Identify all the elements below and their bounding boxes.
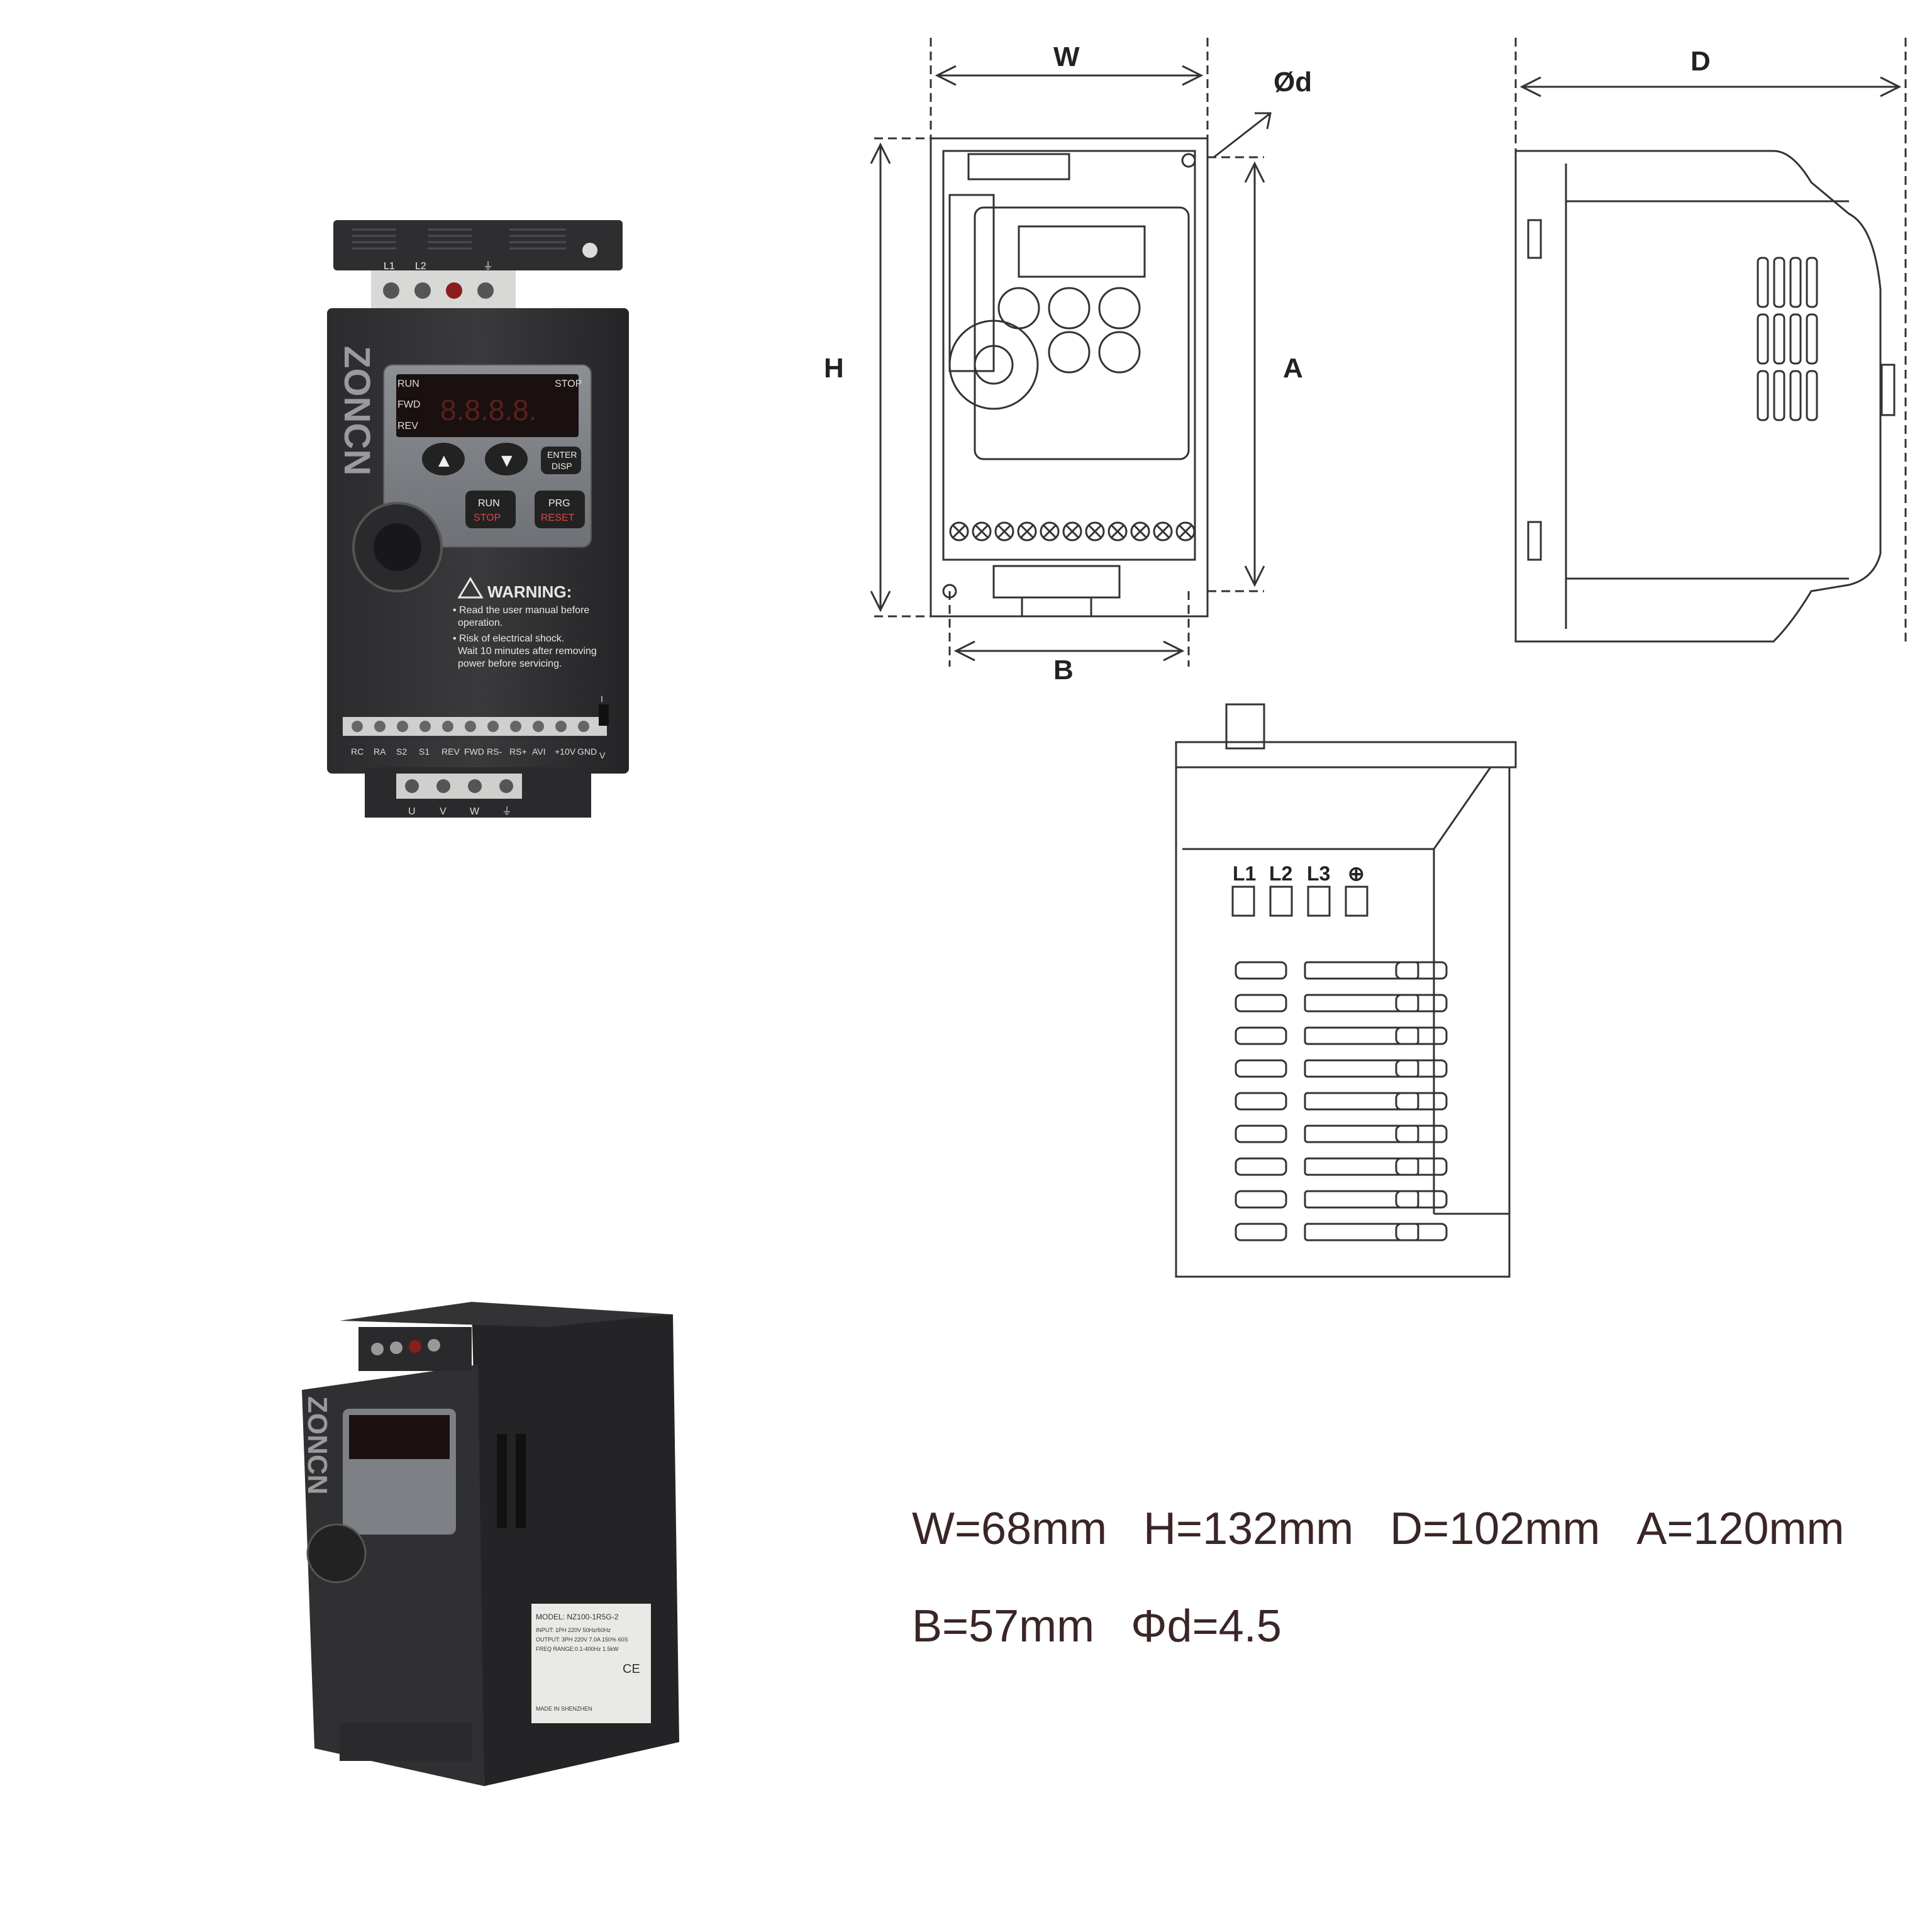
dim-label-b: B — [1053, 655, 1074, 686]
top-terminal-l2: L2 — [1269, 862, 1292, 885]
switch-label-v: V — [599, 750, 606, 760]
control-terminal-label: FWD — [464, 747, 484, 757]
warning-title: WARNING: — [487, 582, 572, 601]
control-terminal-label: RS+ — [509, 747, 527, 757]
spec-h: H=132mm — [1143, 1504, 1354, 1554]
key-run-label[interactable]: RUN — [478, 498, 500, 509]
product-photo-angled: ZONCN MODEL: NZ100-1R5G-2 INPUT: 1PH 220… — [302, 1302, 679, 1786]
key-disp-label[interactable]: DISP — [552, 461, 572, 471]
warning-label: WARNING: • Read the user manual before o… — [453, 577, 597, 669]
output-terminal-w: W — [470, 806, 480, 817]
control-terminal-label: RA — [374, 747, 386, 757]
spec-b: B=57mm — [912, 1601, 1095, 1652]
brand-logo: ZONCN — [336, 346, 377, 475]
side-dimension-drawing: D — [1514, 38, 1907, 643]
output-terminal-ground: ⏚ — [502, 806, 512, 817]
spec-line-2: B=57mm Φd=4.5 — [912, 1601, 1318, 1652]
switch-label-i: I — [601, 694, 603, 704]
control-terminal-label: RS- — [487, 747, 502, 757]
output-terminal-v: V — [440, 806, 447, 817]
nameplate: MODEL: NZ100-1R5G-2 INPUT: 1PH 220V 50Hz… — [531, 1604, 651, 1723]
key-stop-label[interactable]: STOP — [474, 513, 501, 523]
key-enter-label[interactable]: ENTER — [547, 450, 577, 460]
control-terminal-label: +10V — [555, 747, 576, 757]
control-terminal-label: AVI — [532, 747, 546, 757]
key-down[interactable]: ▼ — [497, 450, 516, 471]
control-terminal-label: S2 — [396, 747, 407, 757]
input-terminal-l1: L1 — [384, 261, 395, 272]
spec-hole-diameter: Φd=4.5 — [1131, 1601, 1282, 1652]
output-terminal-labels: U V W ⏚ — [408, 806, 512, 817]
spec-line-1: W=68mm H=132mm D=102mm A=120mm — [912, 1503, 1880, 1555]
key-prg-label[interactable]: PRG — [548, 498, 570, 509]
dim-label-w: W — [1053, 42, 1080, 72]
ce-mark: CE — [623, 1662, 640, 1676]
warning-line-1: • Read the user manual before — [453, 605, 589, 616]
spec-w: W=68mm — [912, 1504, 1108, 1554]
angled-brand-logo: ZONCN — [302, 1396, 333, 1494]
top-terminal-l1: L1 — [1233, 862, 1256, 885]
control-terminal-label: S1 — [419, 747, 430, 757]
top-terminal-l3: L3 — [1307, 862, 1330, 885]
led-label-fwd: FWD — [397, 399, 420, 410]
nameplate-model: MODEL: NZ100-1R5G-2 — [536, 1613, 619, 1621]
led-digits: 8.8.8.8. — [440, 394, 536, 426]
control-terminal-label: REV — [441, 747, 460, 757]
nameplate-output: OUTPUT: 3PH 220V 7.0A 150% 60S — [536, 1636, 628, 1643]
control-terminal-label: RC — [351, 747, 364, 757]
top-terminal-ground: ⊕ — [1348, 862, 1365, 885]
led-label-run: RUN — [397, 379, 419, 389]
dim-label-d: D — [1690, 46, 1711, 77]
key-up[interactable]: ▲ — [435, 450, 453, 471]
led-label-stop: STOP — [555, 379, 582, 389]
dim-label-h: H — [824, 353, 844, 384]
top-view-drawing: L1 L2 L3 ⊕ — [1175, 703, 1517, 1278]
nameplate-origin: MADE IN SHENZHEN — [536, 1706, 592, 1712]
warning-line-2: operation. — [458, 618, 502, 628]
nameplate-input: INPUT: 1PH 220V 50Hz/60Hz — [536, 1627, 611, 1633]
spec-a: A=120mm — [1636, 1504, 1845, 1554]
product-photo-front: L1 L2 ⏚ ZONCN RUN FWD REV STOP 8.8.8.8. … — [327, 220, 629, 818]
output-terminal-u: U — [408, 806, 416, 817]
front-dimension-drawing: W H A B Ød — [824, 38, 1312, 686]
warning-line-3: • Risk of electrical shock. — [453, 633, 564, 644]
input-terminal-ground: ⏚ — [483, 260, 493, 272]
control-terminal-label: GND — [577, 747, 597, 757]
led-label-rev: REV — [397, 421, 418, 431]
dim-label-d-hole: Ød — [1274, 67, 1312, 97]
input-terminal-labels: L1 L2 ⏚ — [384, 260, 493, 272]
input-terminal-l2: L2 — [415, 261, 426, 272]
warning-line-5: power before servicing. — [458, 658, 562, 669]
spec-d: D=102mm — [1390, 1504, 1601, 1554]
warning-line-4: Wait 10 minutes after removing — [458, 646, 597, 657]
dim-label-a: A — [1283, 353, 1303, 384]
nameplate-freq: FREQ RANGE:0.1-400Hz 1.5kW — [536, 1646, 619, 1652]
key-reset-label[interactable]: RESET — [541, 513, 575, 523]
